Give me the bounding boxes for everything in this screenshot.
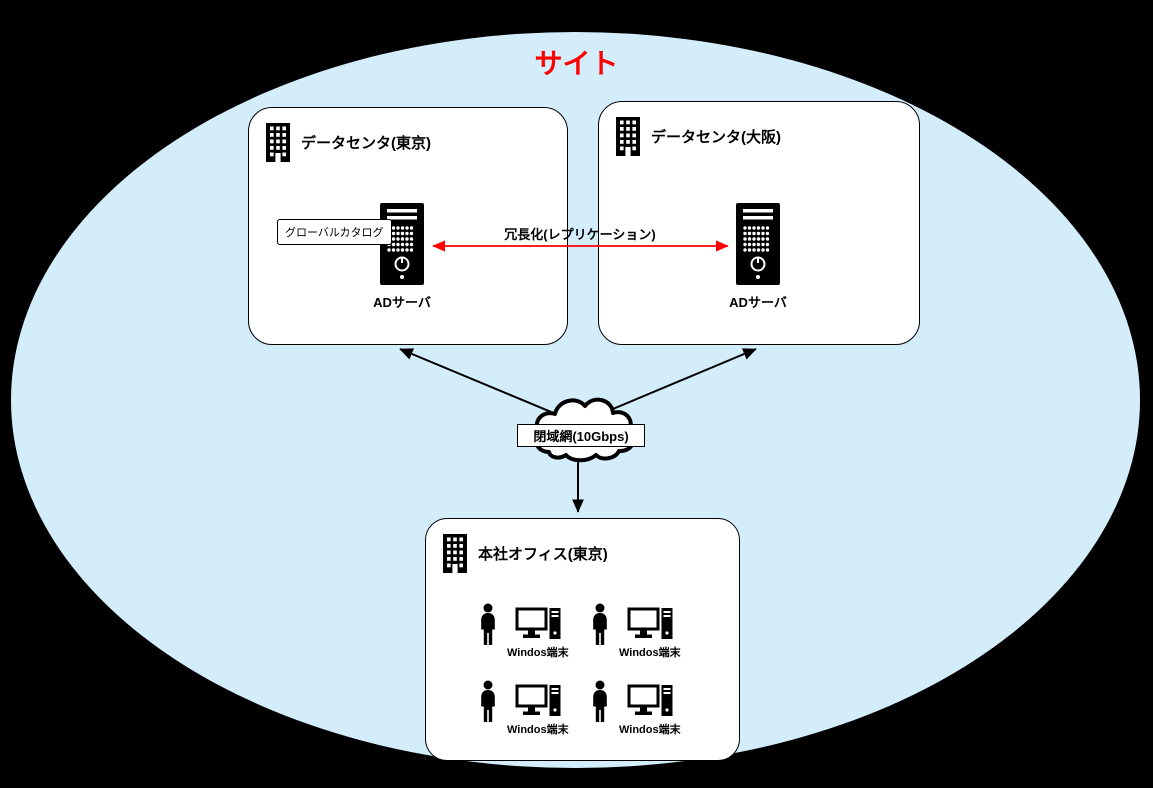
terminal-label: Windos端末 <box>619 647 681 659</box>
pc-group: Windos端末 <box>507 684 569 737</box>
terminal-label: Windos端末 <box>619 724 681 736</box>
terminal-label: Windos端末 <box>507 647 569 659</box>
user-icon <box>478 603 498 646</box>
user-icon <box>478 680 498 723</box>
building-icon <box>613 116 643 156</box>
wan-label: 閉域網(10Gbps) <box>517 424 645 447</box>
building-icon <box>440 533 470 573</box>
user-icon <box>590 680 610 723</box>
ad-server-label-osaka: ADサーバ <box>729 295 787 310</box>
terminal: Windos端末 <box>478 603 590 660</box>
office-title: 本社オフィス(東京) <box>478 545 608 563</box>
replication-label: 冗長化(レプリケーション) <box>504 227 656 242</box>
office-header: 本社オフィス(東京) <box>440 533 608 573</box>
computer-icon <box>515 607 561 643</box>
terminal: Windos端末 <box>590 680 702 737</box>
pc-group: Windos端末 <box>619 684 681 737</box>
ad-server-label-tokyo: ADサーバ <box>373 295 431 310</box>
terminal: Windos端末 <box>478 680 590 737</box>
pc-group: Windos端末 <box>619 607 681 660</box>
datacenter-osaka-title: データセンタ(大阪) <box>651 128 781 146</box>
user-icon <box>590 603 610 646</box>
datacenter-osaka-header: データセンタ(大阪) <box>613 116 781 156</box>
pc-group: Windos端末 <box>507 607 569 660</box>
computer-icon <box>515 684 561 720</box>
site-title: サイト <box>534 48 619 79</box>
computer-icon <box>627 607 673 643</box>
building-icon <box>263 122 293 162</box>
office-box: 本社オフィス(東京) Windos端末 Windos端末 Windos端末 <box>425 518 740 761</box>
computer-icon <box>627 684 673 720</box>
terminal-grid: Windos端末 Windos端末 Windos端末 Windos端末 <box>478 603 702 737</box>
terminal-label: Windos端末 <box>507 724 569 736</box>
datacenter-tokyo-header: データセンタ(東京) <box>263 122 431 162</box>
datacenter-tokyo-title: データセンタ(東京) <box>301 134 431 152</box>
terminal: Windos端末 <box>590 603 702 660</box>
global-catalog-callout: グローバルカタログ <box>277 219 392 245</box>
